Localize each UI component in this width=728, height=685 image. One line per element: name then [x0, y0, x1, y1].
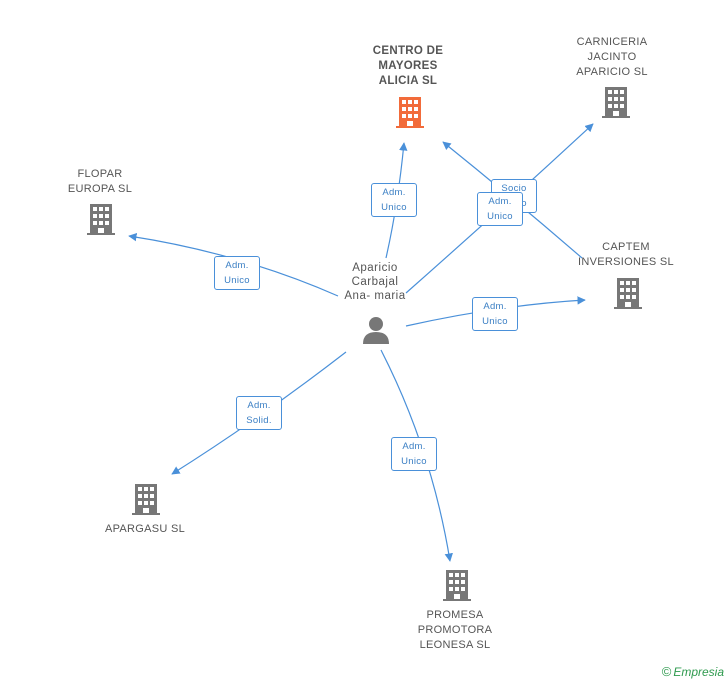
building-icon-captem[interactable] [614, 278, 642, 309]
company-label-apargasu[interactable]: APARGASU SL [104, 523, 186, 535]
building-icon-flopar[interactable] [87, 204, 115, 235]
building-icon-centro[interactable] [396, 97, 424, 128]
brand-name: Empresia [673, 665, 724, 679]
edge-tag-flopar: Adm. Unico [214, 256, 260, 290]
edge-tag-captem: Adm. Unico [472, 297, 518, 331]
brand-watermark: ©Empresia [662, 664, 724, 679]
edge-tag-promesa: Adm. Unico [391, 437, 437, 471]
company-label-promesa[interactable]: PROMESA PROMOTORA LEONESA SL [417, 609, 493, 651]
building-icon-carniceria[interactable] [602, 87, 630, 118]
company-label-flopar[interactable]: FLOPAR EUROPA SL [67, 168, 133, 195]
company-label-centro[interactable]: CENTRO DE MAYORES ALICIA SL [372, 45, 444, 87]
edge-tag-centro: Adm. Unico [371, 183, 417, 217]
building-icon-apargasu[interactable] [132, 484, 160, 515]
company-label-carniceria[interactable]: CARNICERIA JACINTO APARICIO SL [576, 36, 648, 78]
edge-tag-carniceria-adm: Adm. Unico [477, 192, 523, 226]
building-icon-promesa[interactable] [443, 570, 471, 601]
copyright-icon: © [661, 664, 672, 679]
company-label-captem[interactable]: CAPTEM INVERSIONES SL [578, 241, 674, 268]
person-icon[interactable] [363, 317, 389, 344]
edge-tag-apargasu: Adm. Solid. [236, 396, 282, 430]
person-label[interactable]: Aparicio Carbajal Ana- maria [344, 262, 406, 302]
